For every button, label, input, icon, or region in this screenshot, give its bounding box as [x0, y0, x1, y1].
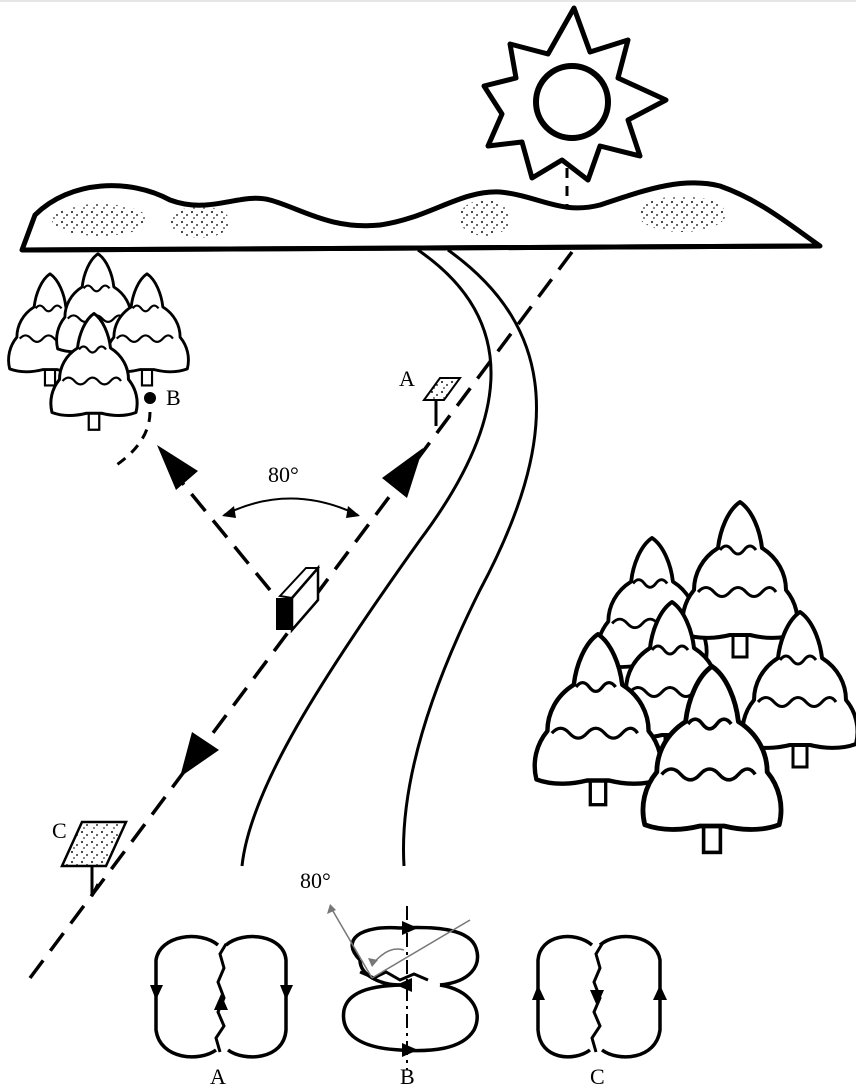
marker-c-sign: [60, 820, 128, 897]
sun-icon: [481, 5, 669, 183]
mountain-range: [19, 180, 823, 253]
marker-c-label: C: [52, 818, 67, 843]
angle-label-main: 80°: [268, 462, 299, 487]
marker-a-sign: [422, 377, 462, 426]
loop-pattern-a: [150, 934, 293, 1059]
marker-a-label: A: [399, 366, 415, 391]
pattern-b-label: B: [400, 1064, 415, 1089]
loop-pattern-b: [327, 904, 480, 1070]
pattern-c-label: C: [590, 1064, 605, 1089]
marker-b-trail: [111, 411, 152, 470]
arrow-to-a: [382, 448, 423, 498]
marker-b-point: [144, 392, 156, 404]
tree-cluster-right: [535, 500, 856, 852]
arrow-to-c: [180, 732, 219, 777]
bearing-line-b: [178, 478, 272, 592]
loop-pattern-c: [532, 934, 667, 1059]
compass-icon: [276, 564, 321, 634]
window-top-border: [0, 0, 856, 2]
angle-arc: [223, 497, 359, 516]
arrow-to-b: [157, 445, 198, 490]
marker-b-label: B: [166, 385, 181, 410]
angle-label-loop: 80°: [300, 868, 331, 893]
pattern-a-label: A: [210, 1064, 226, 1089]
road-left-edge: [240, 248, 493, 867]
road-right-edge: [402, 248, 538, 867]
tree-cluster-left: [7, 252, 190, 432]
